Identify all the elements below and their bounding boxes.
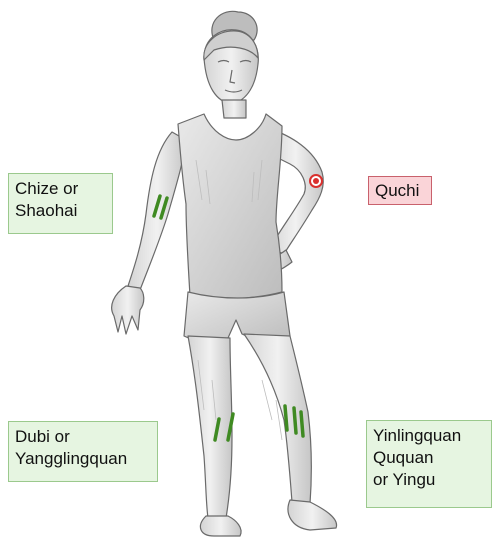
yinling-mark-2 (294, 408, 296, 433)
label-yinling-line-3: or Yingu (373, 469, 485, 491)
label-chize-shaohai: Chize or Shaohai (8, 173, 113, 234)
tank-top (178, 114, 282, 299)
shorts (184, 292, 290, 342)
quchi-point-inner (313, 178, 319, 184)
yinling-mark-3 (301, 412, 303, 436)
label-quchi-line-1: Quchi (375, 180, 425, 202)
label-yinlingquan-ququan-yingu: Yinlingquan Ququan or Yingu (366, 420, 492, 508)
leg-right (188, 336, 232, 518)
label-dubi-line-1: Dubi or (15, 426, 151, 448)
label-chize-line-2: Shaohai (15, 200, 106, 222)
foot-right (200, 516, 241, 536)
foot-left (288, 500, 337, 530)
label-dubi-line-2: Yangglingquan (15, 448, 151, 470)
neck (222, 100, 246, 118)
label-quchi: Quchi (368, 176, 432, 205)
label-yinling-line-2: Ququan (373, 447, 485, 469)
label-chize-line-1: Chize or (15, 178, 106, 200)
hand-right (112, 286, 144, 334)
label-yinling-line-1: Yinlingquan (373, 425, 485, 447)
yinling-mark-1 (285, 406, 287, 430)
label-dubi-yangglingquan: Dubi or Yangglingquan (8, 421, 158, 482)
